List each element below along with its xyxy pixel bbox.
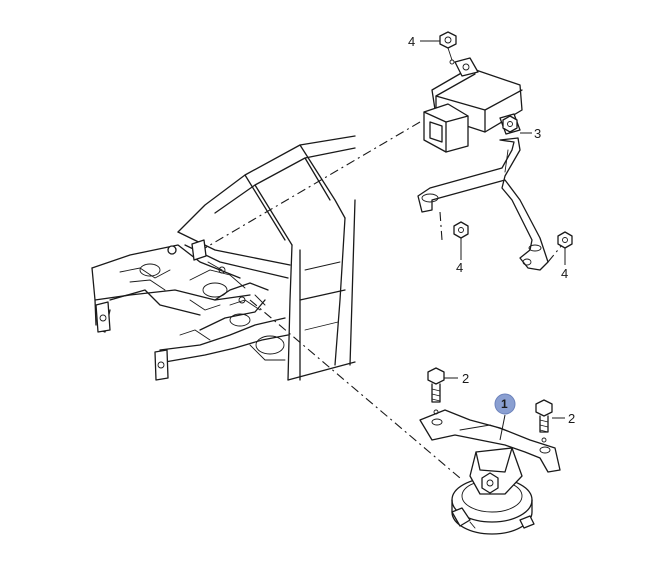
callout-leaders	[420, 40, 566, 419]
control-unit	[423, 31, 523, 153]
nut-icon	[557, 231, 573, 249]
callout-4-top: 4	[408, 34, 415, 49]
mounting-bracket	[417, 137, 573, 271]
nut-icon	[481, 472, 499, 494]
callout-4-left: 4	[456, 260, 463, 275]
screw-icon	[502, 115, 518, 133]
callout-1: 1	[501, 397, 508, 411]
vehicle-body-outline	[91, 135, 356, 381]
bolt-icon	[427, 367, 445, 403]
nut-icon	[453, 221, 469, 239]
callout-1-badge: 1	[494, 393, 516, 415]
sensor-assembly	[419, 367, 561, 535]
nut-icon	[439, 31, 457, 49]
callout-3: 3	[534, 126, 541, 141]
callout-labels: 4 3 4 4 2 2 1	[408, 34, 575, 426]
callout-4-right: 4	[561, 266, 568, 281]
bolt-icon	[535, 399, 553, 433]
callout-2-right: 2	[568, 411, 575, 426]
dashed-reference-lines	[204, 121, 461, 479]
callout-2-left: 2	[462, 371, 469, 386]
